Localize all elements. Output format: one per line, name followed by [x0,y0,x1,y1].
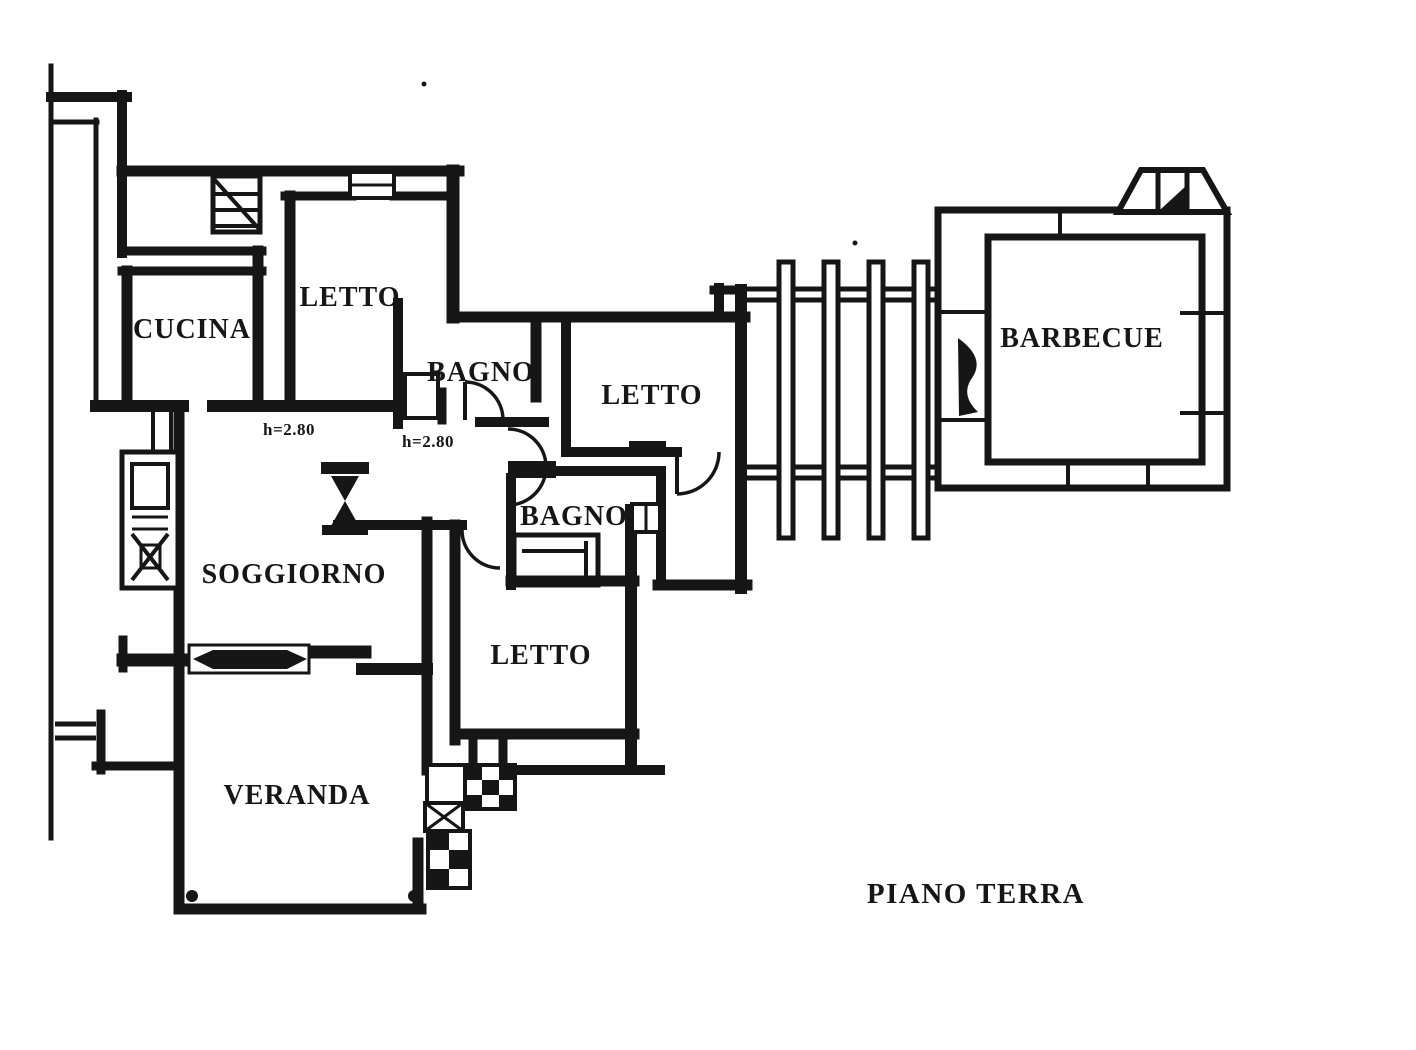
room-label-letto-nord: LETTO [300,282,401,313]
height-note-1: h=2.80 [263,420,315,439]
pergola-post [776,259,796,541]
checker-grid [463,763,517,811]
double-door-icon [331,476,359,526]
barbecue-door-opening [958,338,978,416]
window-icons [55,170,662,741]
plan-title: PIANO TERRA [867,878,1085,910]
column-dot [408,890,420,902]
bathtub-icon [511,532,601,588]
room-label-letto-sud: LETTO [491,640,592,671]
door-arc-icon [463,380,505,421]
checker-grid [426,829,472,890]
pergola-post [866,259,886,541]
scan-speck [852,240,858,246]
shower-icon [403,372,440,420]
room-label-barbecue: BARBECUE [1000,323,1164,354]
window-icon [348,170,396,200]
sliding-door-icon [187,643,311,675]
pergola-post [821,259,841,541]
room-label-bagno-sud: BAGNO [520,501,628,532]
pergola-post [911,259,931,541]
fireplace-icon [119,449,181,591]
door-arc-icon [507,427,556,507]
door-arc-icon [460,529,501,570]
masonry-joints [940,212,1224,486]
room-labels: CUCINA LETTO BAGNO LETTO BAGNO SOGGIORNO… [133,282,1164,811]
door-symbols [151,380,721,570]
column-dot [186,890,198,902]
door-arc-icon [675,451,721,496]
scan-speck [421,81,427,87]
room-label-bagno-nord: BAGNO [427,357,535,388]
annotations: h=2.80 h=2.80 PIANO TERRA [263,420,1085,910]
height-note-2: h=2.80 [402,432,454,451]
room-label-letto-est: LETTO [602,380,703,411]
hatched-square [423,801,465,833]
walls [46,63,753,915]
barbecue-enclosure [934,167,1233,492]
room-label-veranda: VERANDA [224,780,371,811]
chimney-icon [1112,167,1233,215]
window-icon [630,502,662,534]
window-icon [55,721,96,741]
pergola-structure [741,259,940,541]
room-label-cucina: CUCINA [133,314,251,345]
steps-grid-icon [423,763,517,890]
door-leaf-icon [151,408,173,458]
room-label-soggiorno: SOGGIORNO [202,559,387,590]
stairs-icon [210,173,263,235]
